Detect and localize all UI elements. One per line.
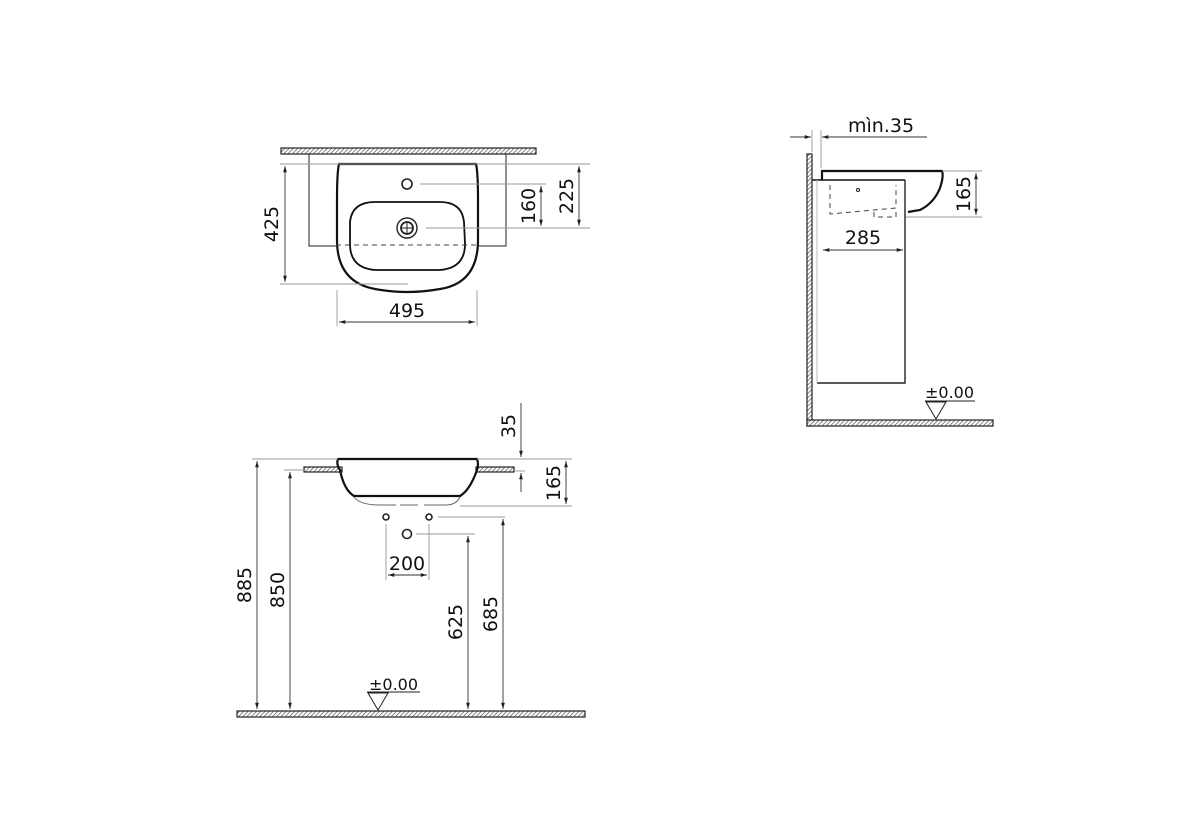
- bowl-outline: [349, 201, 466, 271]
- dim-projection: 285: [845, 227, 881, 249]
- dim-tap-to-waste: 160: [518, 188, 540, 224]
- dim-waste-height: 625: [445, 604, 467, 640]
- tap-hole: [401, 178, 413, 190]
- dim-supply-spacing: 200: [389, 553, 425, 575]
- front-basin-outline: [336, 457, 480, 498]
- level-marker-icon: [925, 401, 947, 420]
- side-floor-hatch: [806, 419, 994, 427]
- dim-basin-height: 165: [543, 465, 565, 501]
- basin-outline: [335, 162, 480, 294]
- counter-left: [303, 466, 343, 473]
- level-marker-icon: [367, 692, 389, 711]
- waste-outlet: [401, 528, 413, 540]
- dim-wall-gap: mìn.35: [848, 115, 914, 137]
- dim-rim-height: 885: [234, 567, 256, 603]
- dim-supply-height: 685: [480, 596, 502, 632]
- waste-outer: [396, 217, 418, 239]
- dim-side-height: 165: [953, 176, 975, 212]
- counter-right: [475, 466, 515, 473]
- back-panel-right: [478, 154, 507, 247]
- top-view: 425 495 160 225: [261, 147, 590, 326]
- side-wall-hatch: [806, 153, 813, 427]
- wall-hatch: [280, 147, 537, 155]
- side-basin-profile: [820, 169, 944, 214]
- front-view: 35 165 200 885 850 625 685 ±0.00: [234, 403, 586, 718]
- back-panel-left: [308, 154, 336, 247]
- front-floor-level: ±0.00: [369, 675, 418, 694]
- side-floor-level: ±0.00: [925, 383, 974, 402]
- front-floor-hatch: [236, 710, 586, 718]
- dim-rim-above-counter: 35: [498, 414, 520, 438]
- dim-width: 495: [389, 300, 425, 322]
- side-view: mìn.35 165 285 ±0.00: [790, 115, 994, 427]
- supply-right: [425, 513, 433, 521]
- dim-wall-to-waste: 225: [556, 178, 578, 214]
- supply-left: [382, 513, 390, 521]
- dim-counter-height: 850: [267, 572, 289, 608]
- dim-depth: 425: [261, 206, 283, 242]
- side-pedestal: [817, 180, 906, 384]
